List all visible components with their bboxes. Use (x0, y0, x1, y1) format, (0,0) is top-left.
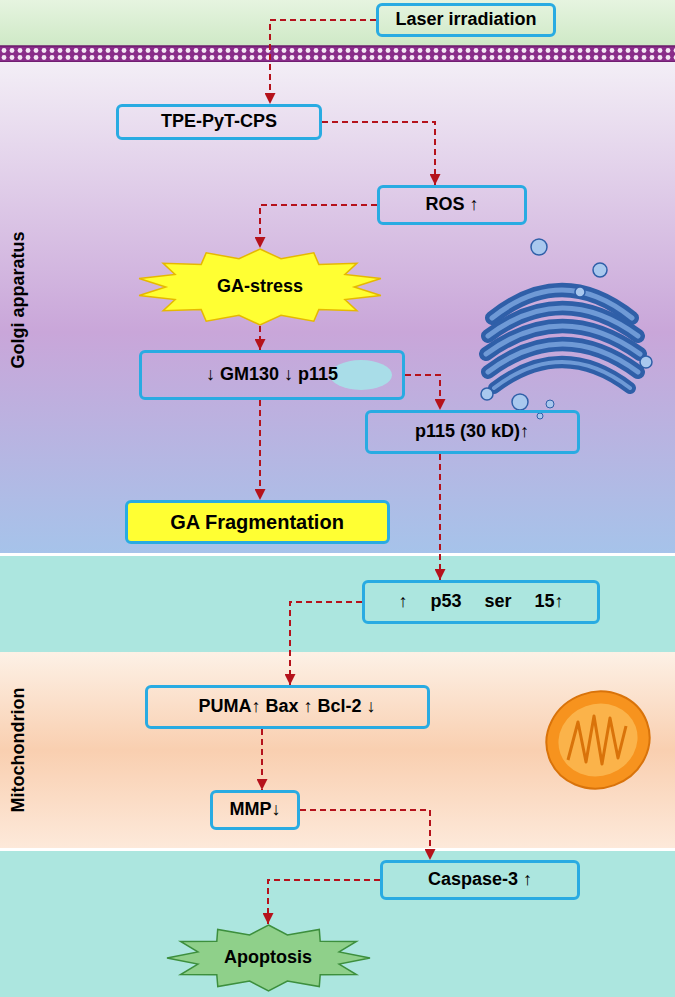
node-text: TPE-PyT-CPS (161, 111, 277, 133)
star-burst: Apoptosis (166, 924, 371, 992)
node-text: Apoptosis (224, 947, 312, 969)
dashed-arrow (260, 205, 377, 248)
dashed-arrow (300, 810, 430, 860)
process-box: TPE-PyT-CPS (116, 104, 322, 140)
node-text: ↑ p53 ser 15↑ (398, 591, 563, 613)
process-box: GA Fragmentation (125, 500, 390, 544)
node-text: Laser irradiation (395, 9, 536, 31)
extracellular-band (0, 0, 675, 46)
process-box: Caspase-3 ↑ (380, 860, 580, 900)
process-box: Laser irradiation (376, 3, 556, 37)
mitochondrion-region (0, 652, 675, 848)
node-text: ↓ GM130 ↓ p115 (206, 364, 338, 386)
node-text: PUMA↑ Bax ↑ Bcl-2 ↓ (198, 696, 375, 718)
golgi-illustration (481, 239, 652, 419)
region-label: Mitochondrion (8, 688, 29, 813)
process-box: p115 (30 kD)↑ (365, 410, 580, 454)
highlight-oval (330, 360, 392, 390)
node-text: GA Fragmentation (170, 510, 344, 534)
dashed-arrow (290, 602, 362, 685)
dashed-arrow (268, 880, 380, 924)
mitochondrion-illustration (533, 677, 664, 803)
dashed-arrow (259, 326, 261, 350)
dashed-arrow (439, 454, 441, 580)
golgi-region (0, 62, 675, 553)
cell-membrane (0, 46, 675, 62)
cytoplasm-band (0, 851, 675, 997)
node-text: Caspase-3 ↑ (428, 869, 532, 891)
dashed-arrow (261, 729, 263, 790)
region-label: Golgi apparatus (8, 231, 29, 368)
node-text: GA-stress (217, 276, 303, 298)
process-box: MMP↓ (210, 790, 300, 830)
cytoplasm-band (0, 556, 675, 652)
process-box: ↓ GM130 ↓ p115 (139, 350, 405, 400)
node-text: ROS ↑ (425, 194, 478, 216)
dashed-arrow (259, 400, 261, 500)
dashed-arrow (405, 375, 440, 410)
node-text: MMP↓ (230, 799, 281, 821)
dashed-arrow (270, 20, 376, 104)
dashed-arrow (322, 122, 435, 185)
star-burst: GA-stress (135, 248, 385, 326)
process-box: ROS ↑ (377, 185, 527, 225)
process-box: PUMA↑ Bax ↑ Bcl-2 ↓ (145, 685, 430, 729)
process-box: ↑ p53 ser 15↑ (362, 580, 600, 624)
node-text: p115 (30 kD)↑ (415, 421, 529, 443)
